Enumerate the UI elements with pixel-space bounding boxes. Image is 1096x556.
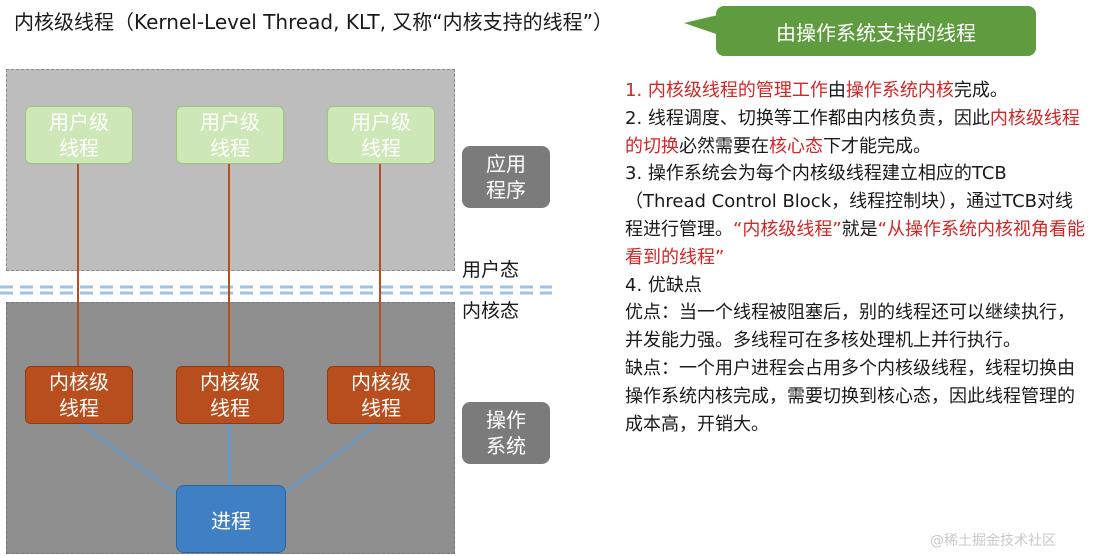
process-box: 进程 [176, 485, 286, 553]
user-level-thread-1: 用户级线程 [25, 106, 133, 164]
user-level-thread-2: 用户级线程 [176, 106, 284, 164]
desc-point-4: 4. 优缺点 [625, 274, 702, 296]
kernel-mode-label: 内核态 [462, 300, 520, 322]
desc-pros: 优点：当一个线程被阻塞后，别的线程还可以继续执行，并发能力强。多线程可在多核处理… [625, 302, 1075, 352]
user-mode-label: 用户态 [462, 259, 520, 281]
desc-point-3: 3. 操作系统会为每个内核级线程建立相应的TCB（Thread Control … [625, 163, 1085, 268]
watermark: @稀土掘金技术社区 [930, 533, 1056, 549]
os-label: 操作系统 [462, 402, 550, 464]
user-level-thread-3: 用户级线程 [327, 106, 435, 164]
kernel-level-thread-1: 内核级线程 [25, 366, 133, 424]
mode-divider [0, 285, 552, 295]
app-label: 应用程序 [462, 146, 550, 208]
page-title: 内核级线程（Kernel-Level Thread, KLT, 又称“内核支持的… [14, 10, 614, 34]
process-link-1 [77, 421, 179, 496]
callout-box: 由操作系统支持的线程 [716, 6, 1036, 56]
desc-cons: 缺点：一个用户进程会占用多个内核级线程，线程切换由操作系统内核完成，需要切换到核… [625, 357, 1075, 435]
desc-point-1: 1. 内核级线程的管理工作由操作系统内核完成。 [625, 80, 1008, 101]
description-panel: 1. 内核级线程的管理工作由操作系统内核完成。 2. 线程调度、切换等工作都由内… [625, 77, 1087, 438]
connector-lines [0, 162, 552, 496]
desc-point-2: 2. 线程调度、切换等工作都由内核负责，因此内核级线程的切换必然需要在核心态下才… [625, 107, 1080, 157]
callout-tail [684, 14, 722, 36]
process-link-3 [281, 421, 381, 496]
kernel-level-thread-2: 内核级线程 [176, 366, 284, 424]
kernel-level-thread-3: 内核级线程 [327, 366, 435, 424]
